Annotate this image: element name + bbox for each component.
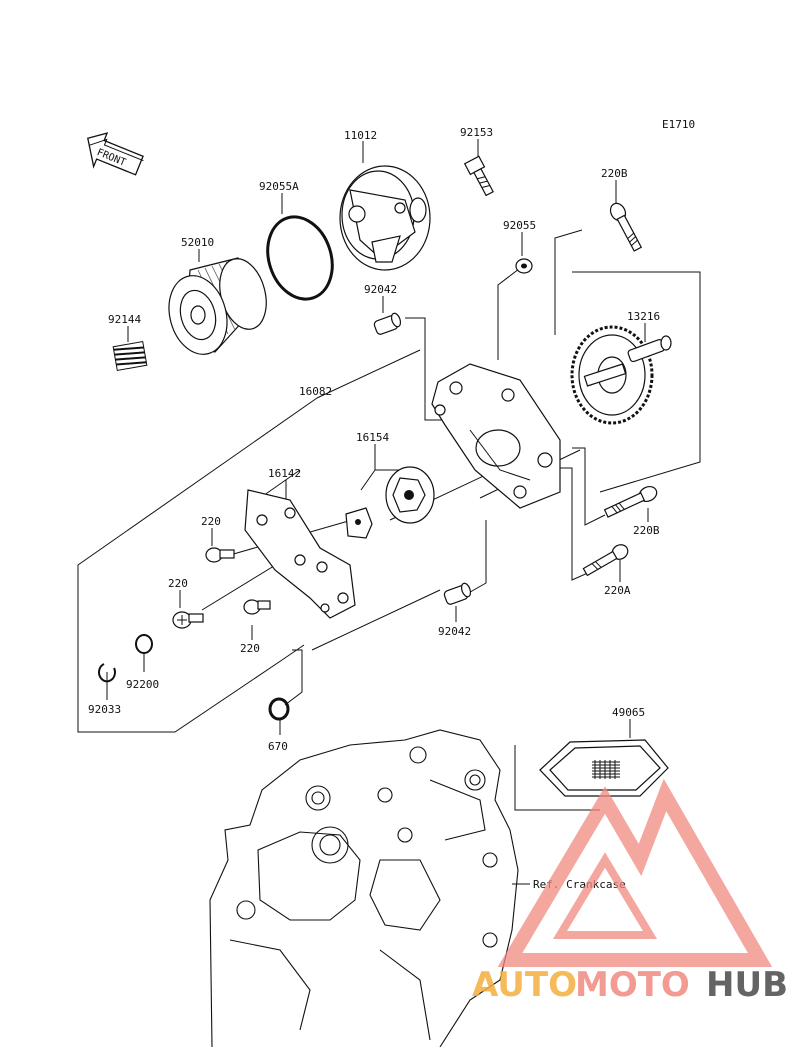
label-92055: 92055 — [503, 219, 536, 232]
watermark-moto: MOTO — [575, 965, 690, 1005]
label-11012: 11012 — [344, 129, 377, 142]
label-220-b: 220 — [168, 577, 188, 590]
bolt-92153-icon — [463, 155, 494, 197]
pump-body-icon — [431, 363, 561, 509]
label-92033: 92033 — [88, 703, 121, 716]
label-92042-top: 92042 — [364, 283, 397, 296]
washer-92200-icon — [135, 634, 153, 654]
label-220-c: 220 — [240, 642, 260, 655]
watermark-logo-icon — [497, 778, 773, 967]
oil-filter-icon — [168, 257, 267, 355]
watermark-auto: AUTO — [472, 965, 577, 1005]
label-16082: 16082 — [299, 385, 332, 398]
plate-16142-icon — [244, 489, 356, 619]
label-92144: 92144 — [108, 313, 141, 326]
front-arrow-icon — [87, 132, 144, 176]
label-49065: 49065 — [612, 706, 645, 719]
label-52010: 52010 — [181, 236, 214, 249]
rotor-16154-icon — [345, 466, 435, 539]
label-92042-bottom: 92042 — [438, 625, 471, 638]
screw-220-c-icon — [243, 599, 271, 615]
label-220b-top: 220B — [601, 167, 628, 180]
bolt-220b-top-icon — [609, 202, 643, 252]
label-13216: 13216 — [627, 310, 660, 323]
label-220a: 220A — [604, 584, 631, 597]
o-ring-92055a-icon — [266, 215, 334, 301]
spring-92144-icon — [112, 340, 148, 372]
oil-pump-cover-icon — [339, 165, 431, 271]
washer-92055-icon — [515, 258, 533, 274]
label-92055a: 92055A — [259, 180, 299, 193]
screw-220-b-icon — [172, 611, 204, 629]
diagram-code: E1710 — [662, 118, 695, 131]
dowel-92042-top-icon — [373, 312, 402, 335]
label-670: 670 — [268, 740, 288, 753]
strainer-49065-icon — [539, 739, 669, 797]
watermark-hub: HUB — [706, 965, 788, 1005]
bolt-220b-bottom-icon — [603, 486, 658, 518]
crankcase-outline-icon — [209, 729, 519, 1048]
label-92200: 92200 — [126, 678, 159, 691]
circlip-92033-icon — [98, 663, 116, 683]
gear-13216-icon — [570, 325, 672, 425]
bolt-220a-icon — [582, 544, 629, 577]
label-220-a: 220 — [201, 515, 221, 528]
label-220b-bottom: 220B — [633, 524, 660, 537]
o-ring-670-icon — [268, 697, 290, 721]
dowel-92042-bottom-icon — [443, 582, 472, 605]
screw-220-a-icon — [205, 547, 235, 563]
label-16154: 16154 — [356, 431, 389, 444]
watermark-text: AUTO MOTO HUB — [472, 965, 788, 1005]
label-16142: 16142 — [268, 467, 301, 480]
label-92153: 92153 — [460, 126, 493, 139]
